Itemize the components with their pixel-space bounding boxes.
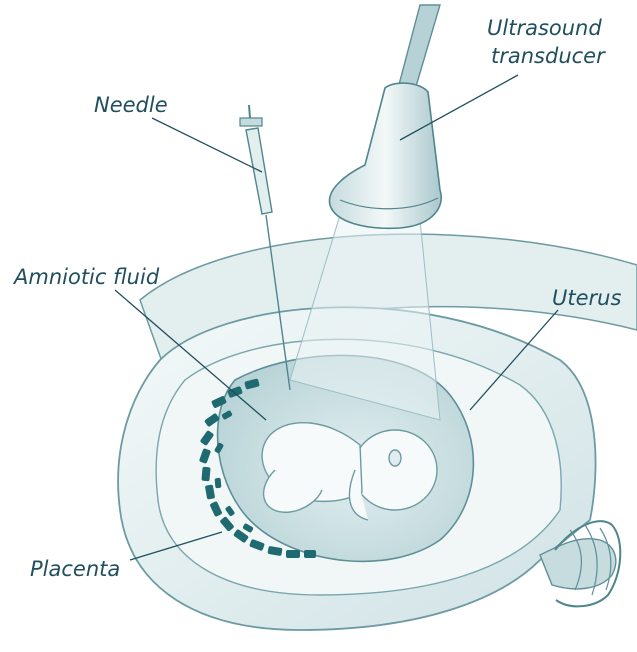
fetus-head: [353, 430, 437, 510]
transducer-label-line1: Ultrasound: [487, 16, 602, 40]
uterus-label: Uterus: [552, 286, 621, 310]
amniotic-fluid-label: Amniotic fluid: [12, 265, 160, 289]
transducer-head: [329, 83, 441, 228]
needle-label: Needle: [94, 93, 168, 117]
placenta-label: Placenta: [30, 557, 120, 581]
transducer-label-line2: transducer: [491, 44, 606, 68]
ultrasound-transducer: [329, 5, 441, 228]
